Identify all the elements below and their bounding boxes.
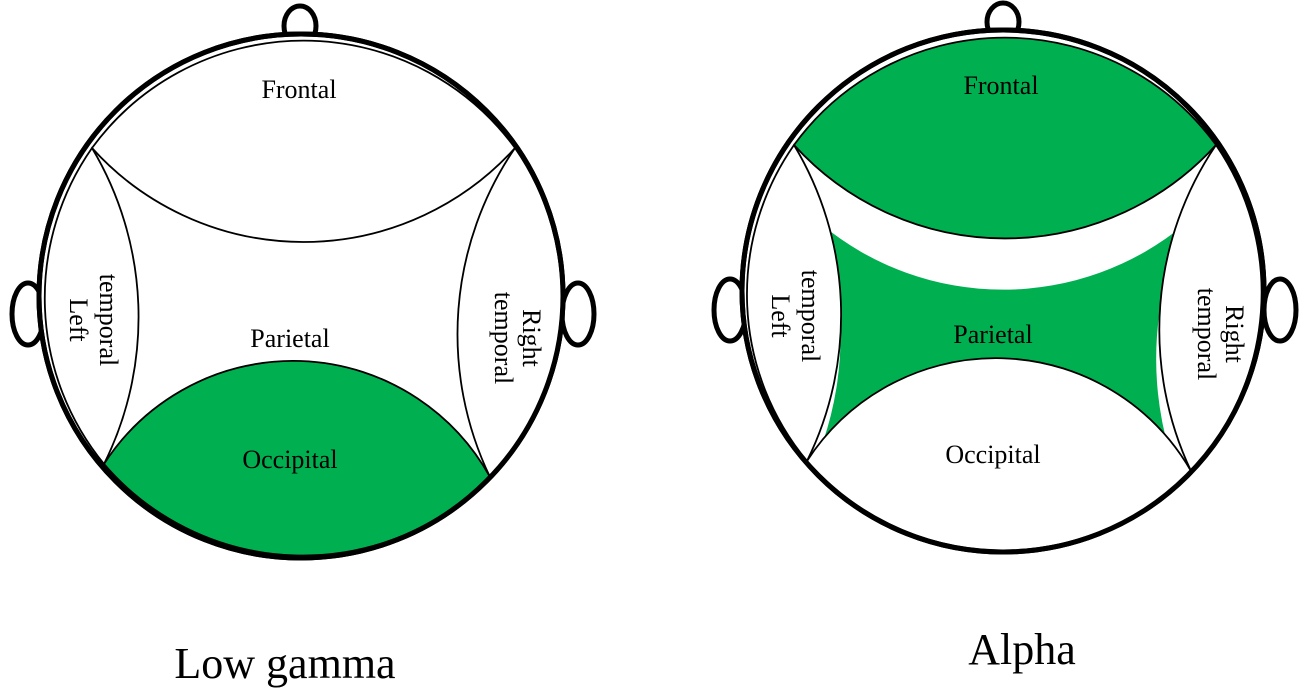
panel-caption: Low gamma bbox=[174, 639, 395, 688]
head-panel-alpha: Frontal Parietal Occipital Left temporal… bbox=[711, 0, 1299, 674]
head-outline-overlay bbox=[739, 27, 1267, 555]
frontal-label: Frontal bbox=[963, 71, 1038, 100]
left-temporal-label: Left temporal bbox=[766, 270, 825, 362]
frontal-region bbox=[792, 36, 1218, 240]
right-temporal-label-line1: Right bbox=[517, 309, 546, 368]
left-temporal-label-line1: Left bbox=[64, 298, 93, 342]
head-panel-low-gamma: Frontal Parietal Occipital Left temporal… bbox=[9, 3, 597, 688]
left-temporal-label-line2: temporal bbox=[796, 270, 825, 362]
right-temporal-label: Right temporal bbox=[489, 292, 546, 384]
parietal-label: Parietal bbox=[953, 320, 1032, 349]
occipital-region bbox=[102, 360, 492, 557]
head-outline-overlay bbox=[36, 31, 566, 561]
right-temporal-label-line2: temporal bbox=[489, 292, 518, 384]
left-temporal-label-line2: temporal bbox=[94, 274, 123, 366]
occipital-label: Occipital bbox=[945, 440, 1040, 469]
right-temporal-label-line1: Right bbox=[1220, 305, 1249, 364]
right-ear bbox=[559, 280, 597, 348]
right-temporal-label-line2: temporal bbox=[1192, 288, 1221, 380]
right-ear bbox=[1261, 276, 1299, 344]
panel-caption: Alpha bbox=[968, 625, 1076, 674]
left-temporal-label: Left temporal bbox=[64, 274, 123, 366]
left-temporal-label-line1: Left bbox=[766, 294, 795, 338]
left-temporal-region bbox=[43, 146, 140, 466]
parietal-label: Parietal bbox=[250, 324, 329, 353]
right-temporal-label: Right temporal bbox=[1192, 288, 1249, 380]
frontal-label: Frontal bbox=[261, 75, 336, 104]
occipital-label: Occipital bbox=[242, 445, 337, 474]
